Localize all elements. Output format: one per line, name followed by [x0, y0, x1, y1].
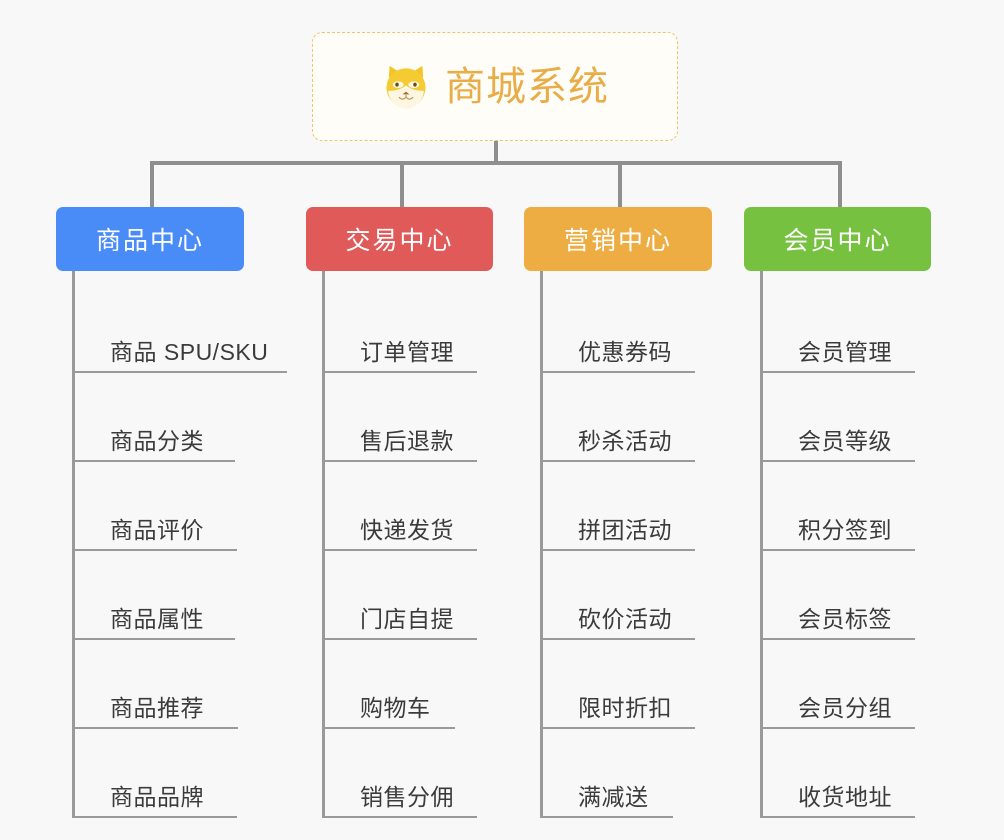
leaf-list: 订单管理 售后退款 快递发货 门店自提 购物车: [322, 271, 526, 818]
leaf-label: 积分签到: [798, 516, 892, 543]
leaf-item[interactable]: 门店自提: [325, 551, 526, 640]
leaf-label: 秒杀活动: [578, 427, 672, 454]
leaf-underline: [325, 549, 477, 551]
leaf-underline: [75, 549, 237, 551]
shiba-dog-icon: [386, 65, 426, 109]
leaf-underline: [763, 371, 915, 373]
leaf-underline: [75, 816, 237, 818]
leaf-item[interactable]: 秒杀活动: [543, 373, 744, 462]
connector-horizontal-bus: [150, 161, 842, 165]
leaf-item[interactable]: 限时折扣: [543, 640, 744, 729]
leaf-label: 售后退款: [360, 427, 454, 454]
leaf-underline: [543, 549, 695, 551]
leaf-item[interactable]: 销售分佣: [325, 729, 526, 818]
branch-column-product-center: 商品中心 商品 SPU/SKU 商品分类 商品评价 商品属性: [56, 207, 287, 818]
leaf-underline: [763, 638, 915, 640]
leaf-list: 优惠券码 秒杀活动 拼团活动 砍价活动 限时折扣: [540, 271, 744, 818]
branch-header-label: 交易中心: [345, 227, 454, 255]
leaf-underline: [763, 727, 915, 729]
leaf-label: 会员等级: [798, 427, 892, 454]
leaf-underline: [325, 638, 477, 640]
connector-drop-4: [838, 161, 842, 209]
connector-drop-3: [618, 161, 622, 209]
leaf-underline: [543, 460, 695, 462]
leaf-underline: [75, 371, 287, 373]
leaf-item[interactable]: 积分签到: [763, 462, 964, 551]
leaf-item[interactable]: 优惠券码: [543, 284, 744, 373]
leaf-label: 收货地址: [798, 783, 892, 810]
leaf-label: 商品推荐: [110, 694, 204, 721]
branch-header-product-center[interactable]: 商品中心: [56, 207, 244, 271]
leaf-underline: [75, 727, 238, 729]
leaf-item[interactable]: 收货地址: [763, 729, 964, 818]
leaf-underline: [543, 638, 695, 640]
leaf-item[interactable]: 售后退款: [325, 373, 526, 462]
leaf-item[interactable]: 购物车: [325, 640, 526, 729]
leaf-item[interactable]: 商品品牌: [75, 729, 276, 818]
leaf-label: 商品属性: [110, 605, 204, 632]
branch-header-label: 营销中心: [563, 227, 672, 255]
leaf-label: 购物车: [360, 694, 431, 721]
root-title: 商城系统: [445, 64, 609, 109]
connector-drop-2: [400, 161, 404, 209]
leaf-label: 门店自提: [360, 605, 454, 632]
leaf-underline: [763, 816, 915, 818]
leaf-item[interactable]: 商品属性: [75, 551, 276, 640]
connector-drop-1: [150, 161, 154, 209]
leaf-underline: [543, 727, 695, 729]
root-node-shop-system[interactable]: 商城系统: [312, 32, 678, 141]
leaf-item[interactable]: 商品 SPU/SKU: [75, 284, 287, 373]
branch-column-marketing-center: 营销中心 优惠券码 秒杀活动 拼团活动 砍价活动: [524, 207, 744, 818]
leaf-underline: [325, 460, 477, 462]
leaf-underline: [325, 727, 455, 729]
connector-root-stem: [494, 141, 498, 163]
leaf-label: 拼团活动: [578, 516, 672, 543]
leaf-label: 会员标签: [798, 605, 892, 632]
leaf-label: 商品评价: [110, 516, 204, 543]
leaf-label: 商品分类: [110, 427, 204, 454]
leaf-item[interactable]: 商品评价: [75, 462, 276, 551]
leaf-label: 会员分组: [798, 694, 892, 721]
leaf-item[interactable]: 商品推荐: [75, 640, 276, 729]
branch-column-trade-center: 交易中心 订单管理 售后退款 快递发货 门店自提: [306, 207, 526, 818]
branch-header-member-center[interactable]: 会员中心: [744, 207, 931, 271]
branch-header-label: 商品中心: [95, 227, 204, 255]
leaf-underline: [75, 460, 235, 462]
branch-header-label: 会员中心: [783, 227, 892, 255]
branch-column-member-center: 会员中心 会员管理 会员等级 积分签到 会员标签: [744, 207, 964, 818]
leaf-label: 限时折扣: [578, 694, 672, 721]
branch-header-marketing-center[interactable]: 营销中心: [524, 207, 712, 271]
leaf-underline: [75, 638, 235, 640]
leaf-label: 优惠券码: [578, 338, 672, 365]
leaf-item[interactable]: 会员分组: [763, 640, 964, 729]
leaf-item[interactable]: 拼团活动: [543, 462, 744, 551]
leaf-label: 订单管理: [360, 338, 454, 365]
leaf-label: 快递发货: [360, 516, 454, 543]
leaf-item[interactable]: 快递发货: [325, 462, 526, 551]
leaf-list: 会员管理 会员等级 积分签到 会员标签 会员分组: [760, 271, 964, 818]
leaf-underline: [543, 816, 673, 818]
leaf-underline: [763, 460, 915, 462]
leaf-underline: [325, 371, 477, 373]
leaf-underline: [543, 371, 695, 373]
branch-header-trade-center[interactable]: 交易中心: [306, 207, 493, 271]
leaf-item[interactable]: 会员等级: [763, 373, 964, 462]
leaf-list: 商品 SPU/SKU 商品分类 商品评价 商品属性 商品推荐: [72, 271, 287, 818]
leaf-label: 砍价活动: [578, 605, 672, 632]
leaf-label: 满减送: [578, 783, 649, 810]
leaf-item[interactable]: 会员标签: [763, 551, 964, 640]
leaf-item[interactable]: 订单管理: [325, 284, 526, 373]
leaf-label: 会员管理: [798, 338, 892, 365]
leaf-item[interactable]: 会员管理: [763, 284, 964, 373]
leaf-label: 商品 SPU/SKU: [110, 338, 269, 365]
leaf-item[interactable]: 砍价活动: [543, 551, 744, 640]
leaf-item[interactable]: 商品分类: [75, 373, 276, 462]
leaf-item[interactable]: 满减送: [543, 729, 744, 818]
leaf-underline: [763, 549, 915, 551]
leaf-label: 销售分佣: [360, 783, 454, 810]
leaf-underline: [325, 816, 477, 818]
leaf-label: 商品品牌: [110, 783, 204, 810]
